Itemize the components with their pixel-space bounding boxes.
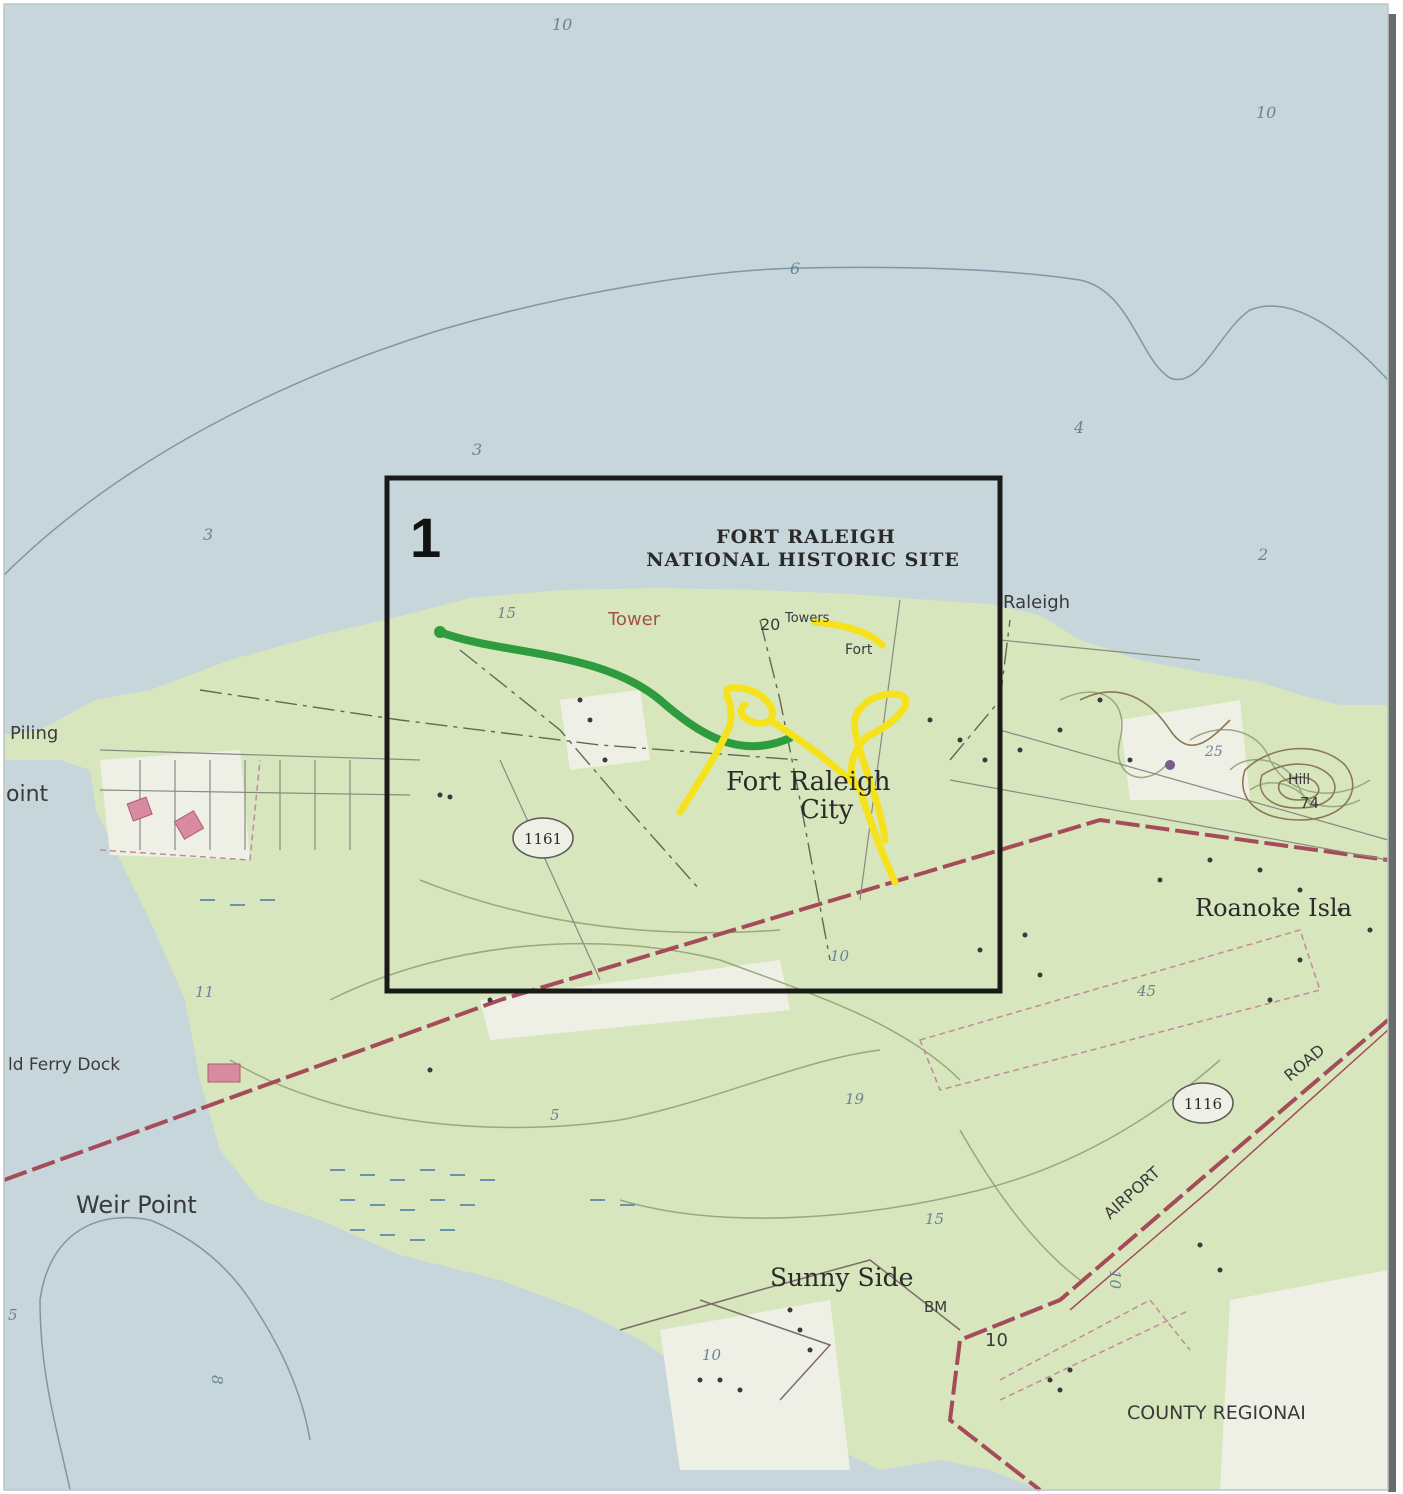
building-dots — [427, 697, 1373, 1393]
boundaries — [99, 759, 1321, 1401]
roads — [3, 817, 1390, 1492]
contour-10-top: 10 — [552, 15, 572, 34]
contour-25: 25 — [1204, 744, 1223, 760]
label-raleigh: Raleigh — [1003, 592, 1070, 613]
hill-contours — [1079, 691, 1354, 821]
label-sunny-side: Sunny Side — [770, 1263, 913, 1292]
route-1161-label: 1161 — [524, 830, 562, 848]
route-1116-label: 1116 — [1184, 1095, 1222, 1113]
label-city: City — [800, 795, 854, 825]
label-weir-point: Weir Point — [76, 1191, 197, 1219]
contour-11: 11 — [195, 983, 214, 1001]
contour-2: 2 — [1257, 545, 1268, 564]
site-title-line2: NATIONAL HISTORIC SITE — [646, 549, 960, 571]
green-route — [436, 628, 794, 751]
label-fort: Fort — [845, 642, 873, 658]
label-point: oint — [6, 782, 49, 807]
contour-6: 6 — [790, 259, 800, 278]
sheet-border — [3, 3, 1389, 1491]
label-roanoke-island: Roanoke Isla — [1195, 894, 1352, 922]
region-box-number: 1 — [410, 506, 441, 569]
label-county-regional: COUNTY REGIONAI — [1127, 1402, 1306, 1424]
route-shield-1161: 1161 — [512, 817, 574, 859]
grid-lines — [99, 599, 1389, 981]
green-route-start — [434, 626, 446, 638]
contour-3-a: 3 — [472, 440, 482, 459]
contour-10-city: 10 — [830, 947, 850, 965]
site-title-line1: FORT RALEIGH — [716, 526, 896, 548]
contour-45: 45 — [1136, 982, 1156, 1000]
label-piling: Piling — [10, 723, 58, 744]
label-fort-raleigh: Fort Raleigh — [726, 767, 891, 797]
contour-3-b: 3 — [203, 525, 213, 544]
route-shield-1116: 1116 — [1172, 1082, 1234, 1124]
contour-10-right: 10 — [1256, 103, 1276, 122]
yellow-routes — [676, 618, 910, 886]
contour-10-sunny: 10 — [702, 1346, 722, 1364]
contour-10-bm: 10 — [985, 1330, 1008, 1351]
depth-contours — [3, 266, 1389, 1491]
contour-5-left: 5 — [8, 1306, 18, 1324]
marsh-symbols — [200, 899, 635, 1241]
contour-5: 5 — [550, 1106, 560, 1124]
contour-15-a: 15 — [497, 604, 516, 622]
region-box-1 — [384, 475, 1003, 994]
contour-15-b: 15 — [925, 1210, 944, 1228]
contour-20: 20 — [760, 615, 780, 634]
contour-19: 19 — [845, 1090, 865, 1108]
label-towers: Towers — [784, 611, 830, 626]
contour-4: 4 — [1073, 418, 1084, 437]
contour-10-airport: 10 — [1106, 1270, 1124, 1290]
sheet-shadow — [1388, 14, 1396, 1492]
label-hill: Hill — [1288, 772, 1310, 788]
label-bm: BM — [924, 1298, 947, 1316]
label-tower: Tower — [607, 609, 661, 630]
contour-8: 8 — [208, 1375, 226, 1385]
label-ferry-dock: ld Ferry Dock — [8, 1055, 120, 1075]
contour-74: 74 — [1300, 794, 1319, 812]
structures — [126, 796, 241, 1083]
